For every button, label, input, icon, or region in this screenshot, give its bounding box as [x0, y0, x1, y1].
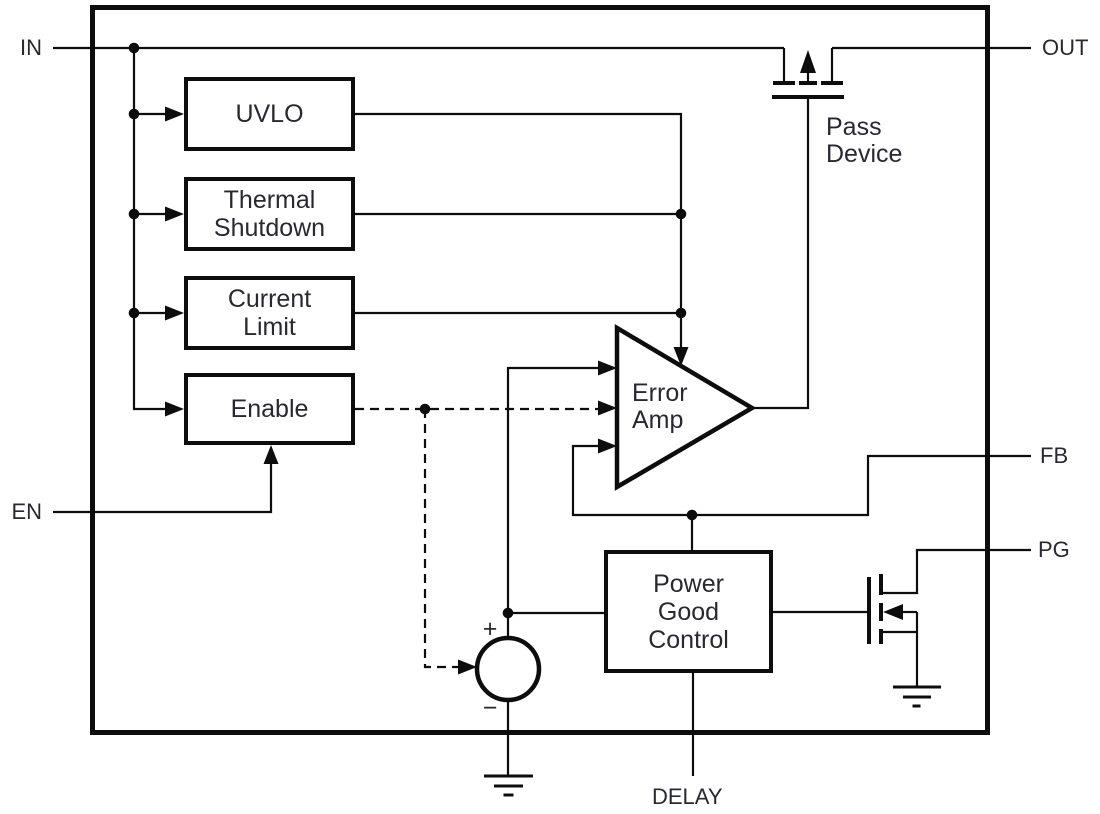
pin-label-en: EN [11, 499, 42, 524]
block-uvlo: UVLO [184, 77, 355, 151]
dot-reference-pgc [502, 607, 514, 619]
reference-minus-sign: − [482, 694, 498, 722]
dot-current-join [675, 307, 687, 319]
arrow-nmos-body [883, 604, 903, 620]
reference-ground-symbol [484, 774, 533, 797]
pg-wire [881, 548, 1031, 595]
pass-device-symbol [772, 81, 844, 99]
dot-bus-current [128, 307, 140, 319]
pin-label-delay: DELAY [652, 784, 723, 809]
pin-label-in: IN [20, 35, 42, 60]
pass-device-label: Pass Device [826, 113, 903, 168]
arrow-erroramp-top-input [598, 360, 617, 376]
pg-nmos-symbol [867, 574, 883, 644]
pin-label-out: OUT [1042, 35, 1089, 60]
arrow-en-into-enable [263, 445, 279, 464]
dot-fb-pgc [686, 509, 698, 521]
error-amp-label: Error Amp [632, 379, 688, 434]
arrow-into-uvlo [165, 106, 184, 122]
enable-dashed-wires [355, 407, 601, 669]
junction-dots [128, 42, 698, 619]
block-current-limit: Current Limit [184, 276, 355, 350]
arrow-into-reference [458, 659, 477, 675]
pin-label-fb: FB [1040, 443, 1069, 468]
arrow-into-enable [165, 401, 184, 417]
wires [53, 46, 1031, 776]
uvlo-output-wire [355, 112, 683, 348]
dot-bus-thermal [128, 208, 140, 220]
arrow-into-thermal [165, 206, 184, 222]
dot-thermal-join [675, 208, 687, 220]
arrow-pass-device-body [800, 50, 816, 73]
dot-bus-uvlo [128, 108, 140, 120]
fb-wire [571, 444, 1031, 517]
erroramp-output-wire [752, 97, 810, 410]
block-power-good-control-label: Power Good Control [648, 569, 729, 654]
arrowheads [165, 50, 903, 675]
en-wire [53, 463, 273, 514]
reference-source-circle [474, 635, 542, 703]
ic-boundary [90, 5, 990, 735]
error-amp-triangle [614, 324, 757, 491]
block-thermal-shutdown: Thermal Shutdown [184, 177, 355, 251]
arrow-erroramp-bottom-input [598, 438, 617, 454]
block-current-limit-label: Current Limit [227, 285, 312, 341]
block-enable: Enable [184, 373, 355, 445]
arrow-into-current-limit [165, 305, 184, 321]
enable-to-reference-dashed [423, 409, 461, 669]
block-uvlo-label: UVLO [235, 100, 304, 128]
pin-label-pg: PG [1038, 537, 1070, 562]
reference-to-erroramp-wire [506, 366, 599, 638]
reference-plus-sign: + [482, 615, 498, 643]
arrow-erroramp-mid-input [598, 400, 617, 416]
nmos-source-wire [881, 612, 919, 687]
block-thermal-shutdown-label: Thermal Shutdown [213, 186, 326, 242]
block-power-good-control: Power Good Control [604, 550, 773, 673]
dot-in-bus [128, 42, 140, 54]
input-bus-wire [132, 48, 166, 411]
arrow-shutdown-into-erroramp [673, 347, 689, 366]
block-enable-label: Enable [230, 395, 309, 423]
pg-ground-symbol [893, 685, 941, 708]
dot-enable-branch [419, 403, 431, 415]
